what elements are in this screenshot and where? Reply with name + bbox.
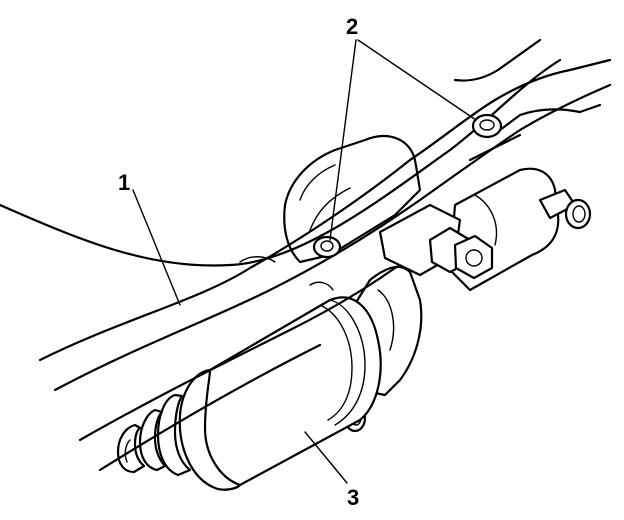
leader-line-1: [132, 189, 181, 306]
callout-1: 1: [118, 170, 130, 195]
mounting-bolts: [312, 113, 503, 259]
frame-rail: [0, 38, 612, 472]
callout-3: 3: [347, 485, 359, 510]
leader-line-2b: [329, 39, 357, 241]
bolt-lower: [312, 235, 342, 259]
leader-line-3: [304, 431, 348, 484]
leader-lines: [132, 39, 477, 484]
callout-2: 2: [346, 14, 358, 39]
starter-motor: [116, 135, 592, 491]
leader-line-2a: [357, 39, 477, 121]
bolt-upper: [471, 113, 503, 139]
